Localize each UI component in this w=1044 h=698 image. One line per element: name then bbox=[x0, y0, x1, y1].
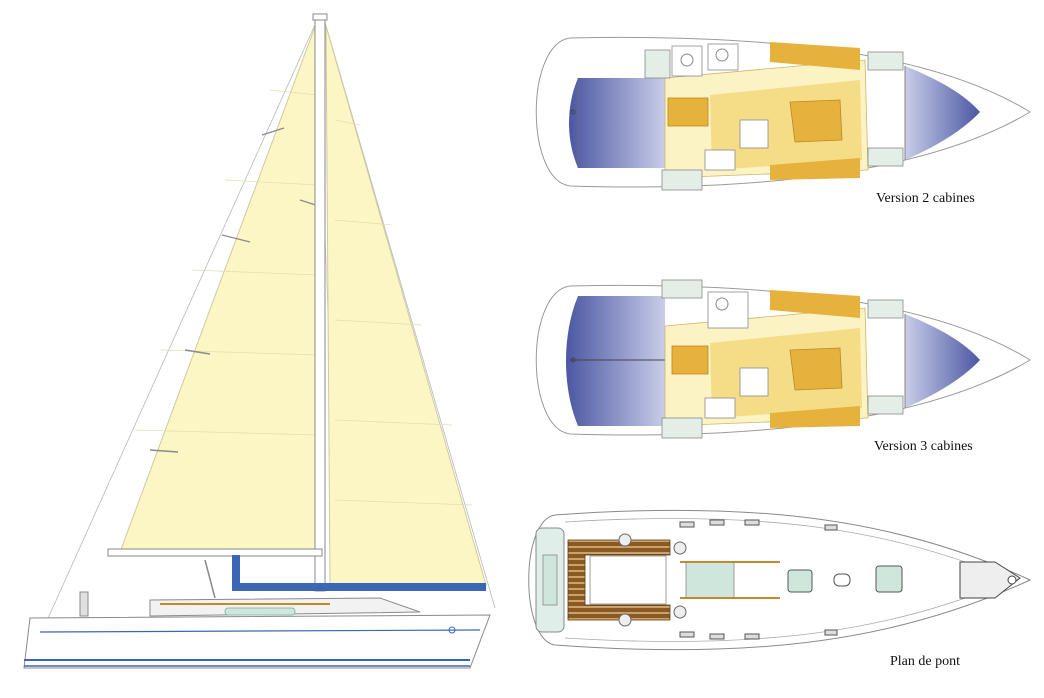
fore-cabin bbox=[905, 66, 980, 160]
locker bbox=[661, 279, 703, 299]
transom-seat bbox=[542, 554, 558, 606]
genoa-sail bbox=[119, 23, 319, 556]
heads bbox=[671, 45, 703, 77]
galley-stove bbox=[704, 397, 736, 419]
caption-two-cabins: Version 2 cabines bbox=[876, 191, 975, 206]
jib-boom bbox=[107, 548, 323, 557]
hull-logo bbox=[448, 626, 456, 634]
locker-fwd bbox=[867, 395, 904, 415]
galley-sink bbox=[739, 367, 769, 397]
settee-top bbox=[770, 290, 860, 318]
hatch-3 bbox=[875, 565, 903, 593]
caption-deck-plan: Plan de pont bbox=[890, 654, 960, 669]
winch-stbd bbox=[618, 613, 632, 627]
layout-2-cabins bbox=[535, 36, 1031, 191]
locker-fwd-2 bbox=[867, 51, 904, 71]
hull bbox=[23, 614, 491, 669]
settee-bottom bbox=[770, 406, 860, 428]
outboard bbox=[79, 591, 89, 617]
side-profile bbox=[23, 13, 496, 669]
locker-aft bbox=[661, 417, 703, 439]
rudder-post bbox=[570, 357, 576, 363]
hull-stripe-top bbox=[39, 629, 481, 633]
companionway bbox=[685, 561, 735, 599]
caption-three-cabins: Version 3 cabines bbox=[874, 439, 973, 454]
heads bbox=[707, 291, 749, 329]
sail-battens bbox=[149, 127, 326, 453]
deck-fittings bbox=[679, 519, 838, 640]
basin-icon bbox=[715, 48, 729, 62]
boom-cover bbox=[232, 555, 486, 591]
fore-cabin bbox=[905, 314, 980, 408]
settee-bottom bbox=[770, 158, 860, 180]
hatch-1 bbox=[787, 569, 813, 593]
toilet-icon bbox=[715, 297, 729, 311]
vang bbox=[204, 559, 216, 599]
chart-table bbox=[671, 345, 709, 375]
anchor-icon bbox=[1007, 575, 1017, 585]
saloon-table bbox=[789, 347, 843, 391]
shower bbox=[707, 43, 739, 71]
bow-roller bbox=[959, 561, 1021, 599]
winch-port bbox=[618, 533, 632, 547]
galley-stove bbox=[704, 149, 736, 171]
rudder-post bbox=[570, 109, 576, 115]
chart-table bbox=[667, 97, 709, 127]
locker-fwd-2 bbox=[867, 299, 904, 319]
backstay bbox=[324, 21, 496, 609]
main-sail bbox=[325, 25, 487, 586]
masthead bbox=[312, 13, 328, 21]
coachroof bbox=[149, 597, 421, 617]
winch-stbd-2 bbox=[673, 605, 687, 619]
cockpit-teak bbox=[567, 539, 671, 621]
deck-plan bbox=[528, 509, 1032, 651]
forestay bbox=[44, 17, 319, 626]
layout-3-cabins bbox=[535, 279, 1031, 439]
galley-sink bbox=[739, 119, 769, 149]
saloon-table bbox=[789, 99, 843, 143]
toilet-icon bbox=[680, 53, 694, 67]
hatch-2 bbox=[833, 573, 851, 587]
aft-cabin bbox=[569, 78, 665, 168]
locker-fwd bbox=[867, 147, 904, 167]
aft-cabins bbox=[566, 296, 665, 426]
winch-port-2 bbox=[673, 541, 687, 555]
locker-aft bbox=[661, 169, 703, 191]
portlight bbox=[224, 607, 296, 616]
locker bbox=[644, 49, 671, 79]
settee-top bbox=[770, 42, 860, 70]
mast bbox=[314, 15, 326, 592]
cockpit-table bbox=[589, 555, 667, 605]
